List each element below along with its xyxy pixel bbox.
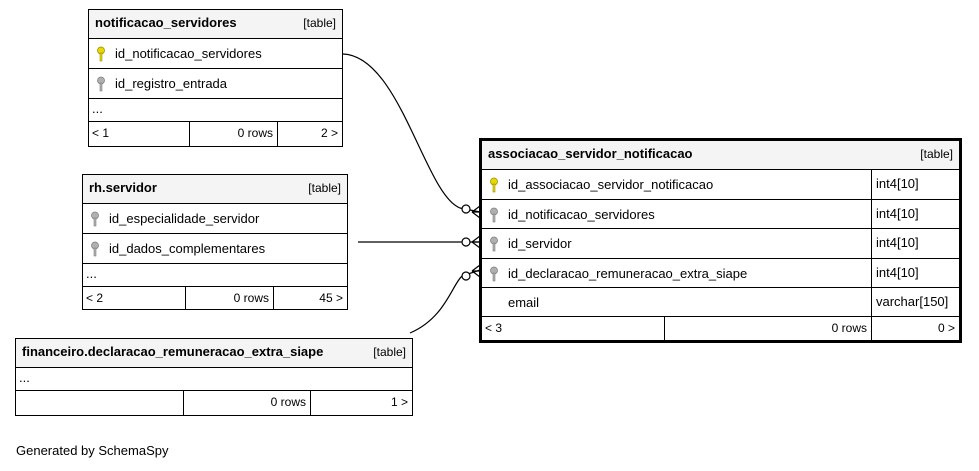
- column-row[interactable]: id_dados_complementares: [83, 234, 347, 264]
- table-name[interactable]: notificacao_servidores: [95, 15, 237, 30]
- foreign-key-icon: [490, 266, 498, 282]
- column-type: int4[10]: [871, 259, 959, 287]
- table-type: [table]: [308, 181, 341, 195]
- table-header: financeiro.declaracao_remuneracao_extra_…: [16, 339, 412, 368]
- table-name[interactable]: associacao_servidor_notificacao: [488, 146, 693, 161]
- primary-key-icon: [490, 177, 498, 193]
- foreign-key-icon: [91, 241, 99, 257]
- table-header: rh.servidor [table]: [83, 175, 347, 204]
- optional-marker-2: [461, 237, 471, 247]
- column-name: id_declaracao_remuneracao_extra_siape: [508, 266, 748, 281]
- ellipsis: ...: [19, 370, 30, 385]
- table-header: notificacao_servidores [table]: [89, 10, 342, 39]
- relationship-financeiro: [409, 269, 481, 334]
- column-row[interactable]: id_registro_entrada: [89, 69, 342, 99]
- ellipsis: ...: [86, 266, 97, 281]
- foreign-key-icon: [490, 236, 498, 252]
- table-footer: < 1 0 rows 2 >: [89, 122, 342, 146]
- column-name: id_notificacao_servidores: [115, 46, 262, 61]
- relationship-notificacao-servidores: [342, 53, 481, 213]
- row-count: 0 rows: [189, 122, 277, 146]
- column-row[interactable]: id_notificacao_servidores int4[10]: [482, 200, 959, 229]
- children-link[interactable]: 45 >: [273, 287, 347, 309]
- parents-link[interactable]: < 1: [92, 126, 110, 140]
- row-count: 0 rows: [183, 391, 310, 415]
- crowsfoot-1: [471, 205, 481, 219]
- column-type: int4[10]: [871, 200, 959, 228]
- row-count: 0 rows: [185, 287, 273, 309]
- parents-link[interactable]: < 2: [86, 291, 104, 305]
- crowsfoot-2: [471, 235, 481, 249]
- ellipsis: ...: [92, 101, 103, 116]
- column-name: id_especialidade_servidor: [109, 211, 260, 226]
- column-name: id_registro_entrada: [115, 76, 228, 91]
- column-name: id_associacao_servidor_notificacao: [508, 177, 714, 192]
- column-type: varchar[150]: [871, 288, 959, 316]
- column-row[interactable]: id_especialidade_servidor: [83, 204, 347, 234]
- table-footer: < 2 0 rows 45 >: [83, 287, 347, 309]
- more-columns: ...: [83, 264, 347, 287]
- parents-link[interactable]: < 3: [485, 321, 503, 335]
- parents-link[interactable]: [16, 391, 183, 415]
- column-row[interactable]: id_notificacao_servidores: [89, 39, 342, 69]
- table-notificacao-servidores[interactable]: notificacao_servidores [table] id_notifi…: [88, 9, 343, 147]
- optional-marker-1: [461, 204, 471, 214]
- table-header: associacao_servidor_notificacao [table]: [482, 141, 959, 170]
- column-row[interactable]: id_declaracao_remuneracao_extra_siape in…: [482, 259, 959, 288]
- primary-key-icon: [97, 46, 105, 62]
- column-name: id_notificacao_servidores: [508, 207, 655, 222]
- more-columns: ...: [16, 368, 412, 391]
- children-link[interactable]: 1 >: [310, 391, 412, 415]
- table-type: [table]: [373, 345, 406, 359]
- column-type: int4[10]: [871, 229, 959, 258]
- more-columns: ...: [89, 99, 342, 122]
- table-associacao-servidor-notificacao[interactable]: associacao_servidor_notificacao [table] …: [479, 138, 962, 343]
- column-type: int4[10]: [871, 170, 959, 199]
- table-name[interactable]: rh.servidor: [89, 180, 157, 195]
- table-footer: < 3 0 rows 0 >: [482, 317, 959, 340]
- column-row[interactable]: id_associacao_servidor_notificacao int4[…: [482, 170, 959, 200]
- generated-by-credit: Generated by SchemaSpy: [16, 443, 169, 458]
- foreign-key-icon: [91, 211, 99, 227]
- children-link[interactable]: 2 >: [277, 122, 342, 146]
- table-type: [table]: [303, 16, 336, 30]
- table-name[interactable]: financeiro.declaracao_remuneracao_extra_…: [22, 344, 324, 359]
- column-row[interactable]: email varchar[150]: [482, 288, 959, 317]
- foreign-key-icon: [490, 207, 498, 223]
- foreign-key-icon: [97, 76, 105, 92]
- table-type: [table]: [920, 147, 953, 161]
- table-financeiro-declaracao[interactable]: financeiro.declaracao_remuneracao_extra_…: [15, 338, 413, 416]
- column-name: id_servidor: [508, 236, 572, 251]
- column-name: id_dados_complementares: [109, 241, 266, 256]
- column-row[interactable]: id_servidor int4[10]: [482, 229, 959, 259]
- column-name: email: [508, 295, 540, 310]
- children-link[interactable]: 0 >: [871, 317, 959, 340]
- row-count: 0 rows: [664, 317, 871, 340]
- optional-marker-3: [461, 271, 471, 281]
- table-rh-servidor[interactable]: rh.servidor [table] id_especialidade_ser…: [82, 174, 348, 310]
- crowsfoot-3: [471, 264, 481, 278]
- table-footer: 0 rows 1 >: [16, 391, 412, 415]
